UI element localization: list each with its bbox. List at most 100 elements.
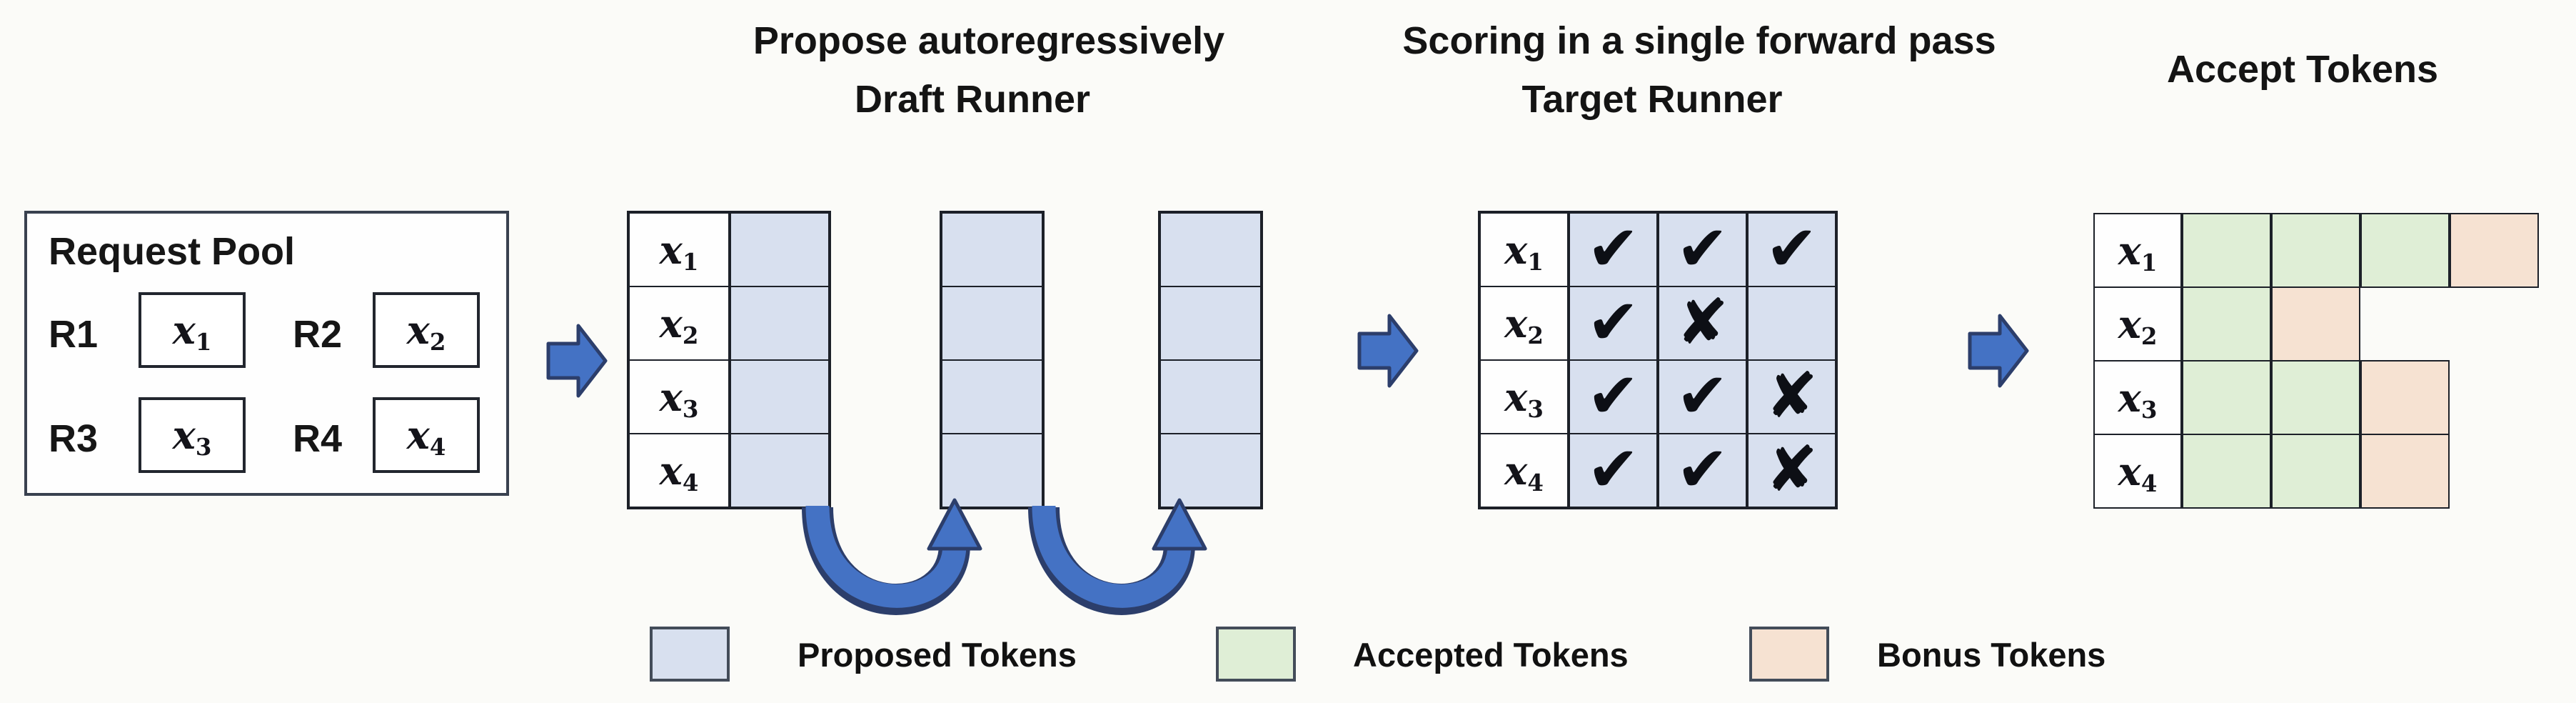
loop-arrow-icon-2 — [1028, 498, 1207, 615]
request-id-r4: R4 — [293, 417, 343, 460]
score-cell: ✘ — [1658, 286, 1747, 361]
token-x4: x4 — [406, 412, 446, 462]
score-cell: ✘ — [1747, 359, 1836, 434]
token-x3: x3 — [172, 412, 212, 462]
loop-arrow-icon-1 — [802, 498, 982, 615]
request-id-r1: R1 — [49, 313, 99, 356]
proposed-tokens-swatch — [650, 627, 730, 682]
accept-row-x4: x4 — [2093, 434, 2539, 509]
accept-cell — [2360, 434, 2450, 509]
bonus-tokens-swatch — [1749, 627, 1829, 682]
draft-step1-table: x1 x2 x3 x4 — [627, 211, 831, 509]
check-icon: ✔ — [1586, 358, 1640, 432]
proposed-token-cell — [941, 212, 1043, 287]
score-cell: ✔ — [1658, 359, 1747, 434]
request-id-r3: R3 — [49, 417, 99, 460]
cross-icon: ✘ — [1765, 358, 1818, 432]
proposed-token-cell — [1159, 286, 1262, 361]
proposed-token-cell — [941, 286, 1043, 361]
accept-cell — [2271, 286, 2360, 362]
accept-cell — [2271, 434, 2360, 509]
target-row-x3: x3 ✔ ✔ ✘ — [1479, 359, 1836, 434]
draft-row-x3: x3 — [628, 359, 830, 434]
accept-cell — [2450, 213, 2539, 288]
request-token-box-r2: x2 — [373, 292, 480, 368]
draft-label-x1: x1 — [628, 212, 730, 287]
check-icon: ✔ — [1586, 284, 1640, 359]
target-row-x2: x2 ✔ ✘ — [1479, 286, 1836, 361]
request-token-box-r1: x1 — [139, 292, 246, 368]
check-icon: ✔ — [1676, 358, 1729, 432]
request-pool-title: Request Pool — [49, 230, 296, 273]
accept-tokens-title: Accept Tokens — [2166, 48, 2439, 91]
target-step-title: Scoring in a single forward pass — [1402, 19, 1996, 62]
score-cell: ✔ — [1569, 433, 1658, 508]
request-id-r2: R2 — [293, 313, 343, 356]
score-cell: ✔ — [1569, 212, 1658, 287]
check-icon: ✔ — [1676, 432, 1729, 506]
accept-label-x1: x1 — [2093, 213, 2182, 288]
score-cell: ✔ — [1569, 359, 1658, 434]
flow-arrow-icon-1 — [546, 324, 608, 398]
accept-tokens-table: x1 x2 x3 x4 — [2093, 213, 2539, 509]
accept-label-x3: x3 — [2093, 360, 2182, 435]
bonus-tokens-label: Bonus Tokens — [1877, 636, 2106, 674]
target-scoring-table: x1 ✔ ✔ ✔ x2 ✔ ✘ x3 ✔ ✔ ✘ x4 ✔ ✔ ✘ — [1478, 211, 1838, 509]
accept-label-x2: x2 — [2093, 286, 2182, 362]
request-pool-box: Request Pool R1 x1 R2 x2 R3 x3 R4 x4 — [24, 211, 509, 496]
proposed-token-cell — [1159, 433, 1262, 508]
token-x1: x1 — [172, 307, 212, 357]
score-cell: ✔ — [1569, 286, 1658, 361]
draft-step3-column — [1158, 211, 1263, 509]
accept-row-x1: x1 — [2093, 213, 2539, 288]
accept-cell — [2271, 213, 2360, 288]
accept-cell — [2360, 213, 2450, 288]
proposed-token-cell — [1159, 212, 1262, 287]
token-x2: x2 — [406, 307, 446, 357]
score-cell: ✔ — [1747, 212, 1836, 287]
draft-label-x4: x4 — [628, 433, 730, 508]
accept-cell — [2182, 286, 2271, 362]
draft-row-x2: x2 — [628, 286, 830, 361]
draft-row-x1: x1 — [628, 212, 830, 287]
draft-label-x2: x2 — [628, 286, 730, 361]
accepted-tokens-swatch — [1216, 627, 1296, 682]
proposed-token-cell — [730, 433, 830, 508]
accept-row-x3: x3 — [2093, 360, 2539, 435]
accept-row-x2: x2 — [2093, 286, 2539, 362]
request-token-box-r4: x4 — [373, 397, 480, 473]
accept-cell — [2182, 360, 2271, 435]
score-cell: ✔ — [1658, 433, 1747, 508]
proposed-token-cell — [1159, 359, 1262, 434]
proposed-token-cell — [730, 359, 830, 434]
score-cell — [1747, 286, 1836, 361]
score-cell: ✘ — [1747, 433, 1836, 508]
target-label-x1: x1 — [1479, 212, 1569, 287]
proposed-token-cell — [941, 359, 1043, 434]
accept-cell — [2271, 360, 2360, 435]
draft-runner-title: Draft Runner — [854, 78, 1091, 121]
accept-cell — [2182, 213, 2271, 288]
proposed-token-cell — [730, 286, 830, 361]
accepted-tokens-label: Accepted Tokens — [1353, 636, 1629, 674]
accept-cell — [2360, 360, 2450, 435]
target-label-x2: x2 — [1479, 286, 1569, 361]
request-token-box-r3: x3 — [139, 397, 246, 473]
proposed-tokens-label: Proposed Tokens — [798, 636, 1077, 674]
check-icon: ✔ — [1586, 432, 1640, 506]
target-runner-title: Target Runner — [1521, 78, 1783, 121]
flow-arrow-icon-3 — [1968, 314, 2029, 388]
check-icon: ✔ — [1676, 211, 1729, 285]
accept-cell — [2182, 434, 2271, 509]
target-row-x4: x4 ✔ ✔ ✘ — [1479, 433, 1836, 508]
accept-label-x4: x4 — [2093, 434, 2182, 509]
proposed-token-cell — [730, 212, 830, 287]
draft-label-x3: x3 — [628, 359, 730, 434]
autoregressive-loop-arrows — [802, 498, 1207, 615]
target-label-x3: x3 — [1479, 359, 1569, 434]
draft-step2-column — [940, 211, 1045, 509]
check-icon: ✔ — [1765, 211, 1818, 285]
target-label-x4: x4 — [1479, 433, 1569, 508]
draft-row-x4: x4 — [628, 433, 830, 508]
